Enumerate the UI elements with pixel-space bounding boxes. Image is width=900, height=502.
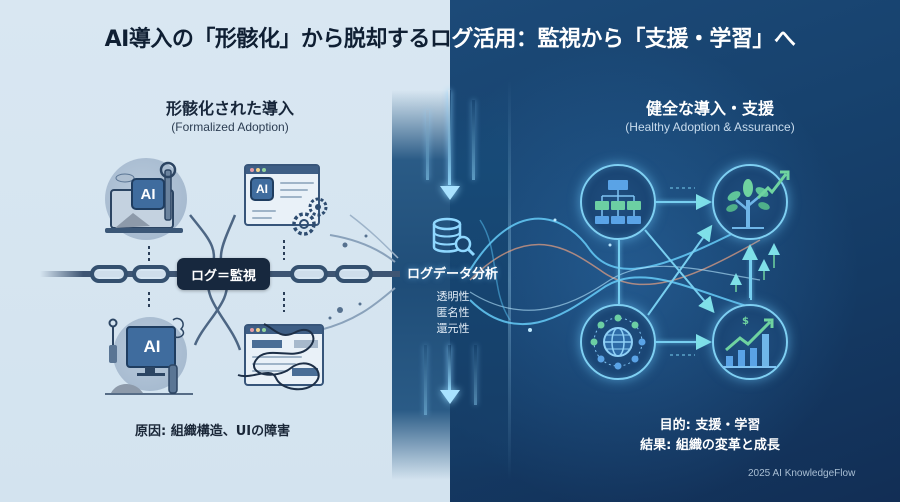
right-purpose-text: 目的: 支援・学習 xyxy=(659,418,761,433)
svg-text:$: $ xyxy=(742,316,749,327)
org-chart-node xyxy=(580,164,656,240)
right-heading: 健全な導入・支援 xyxy=(645,99,774,118)
left-heading: 形骸化された導入 xyxy=(165,99,294,118)
dotted-connector xyxy=(148,246,150,262)
dotted-connector xyxy=(283,240,285,260)
dotted-connector xyxy=(283,292,285,312)
monitor-ai-broken-icon: AI xyxy=(105,315,195,395)
browser-ai-gears-icon: AI xyxy=(244,164,334,240)
center-data-stream-band xyxy=(392,90,450,480)
org-chart-icon xyxy=(595,180,641,224)
laptop-ai-wrench-icon: AI xyxy=(105,158,190,240)
data-beam xyxy=(448,345,451,390)
database-search-icon xyxy=(432,217,476,257)
arrow-down-icon xyxy=(440,186,460,200)
right-background xyxy=(450,0,900,502)
right-subheading: (Healthy Adoption & Assurance) xyxy=(625,120,795,134)
credit-text: 2025 AI KnowledgeFlow xyxy=(748,468,856,479)
title-right-part: グ活用：監視から「支援・学習」へ xyxy=(451,27,796,52)
dotted-connector xyxy=(148,292,150,308)
edge-vertical-left xyxy=(618,240,620,304)
data-beam xyxy=(448,90,451,185)
diagram-arrows xyxy=(644,187,780,356)
log-data-analysis-label: ログデータ分析 xyxy=(406,267,498,282)
data-beam xyxy=(472,100,475,180)
left-subheading: (Formalized Adoption) xyxy=(171,120,289,134)
title-left-part: AI導入の「形骸化」から脱却するロ xyxy=(104,27,452,52)
global-network-icon xyxy=(590,314,646,370)
data-beam xyxy=(474,345,477,405)
gear-icon xyxy=(292,197,328,236)
log-equals-monitoring-label: ログ＝監視 xyxy=(177,258,270,290)
data-beam xyxy=(426,110,429,180)
divider-glow xyxy=(508,80,511,480)
arrow-down-icon xyxy=(440,390,460,404)
growth-tree-node xyxy=(712,164,790,240)
growth-tree-icon xyxy=(726,170,790,229)
global-network-node xyxy=(580,304,656,380)
left-cause-text: 原因: 組織構造、UIの障害 xyxy=(135,424,291,439)
tangle-scribble-icon xyxy=(237,323,320,391)
ai-monitor-label: AI xyxy=(143,337,161,356)
data-beam xyxy=(424,345,427,415)
right-result-text: 結果: 組織の変革と成長 xyxy=(640,438,780,453)
ai-window-label: AI xyxy=(250,177,274,201)
page-title: AI導入の「形骸化」から脱却するログ活用：監視から「支援・学習」へ xyxy=(0,20,900,60)
right-background-glow xyxy=(450,0,900,502)
tangled-browser-icon xyxy=(236,320,336,395)
center-data-stream-band-right xyxy=(450,90,510,480)
property-transparency: 透明性 xyxy=(436,290,470,303)
left-background xyxy=(0,0,450,502)
revenue-growth-chart-icon: $ xyxy=(722,316,776,368)
property-feedback: 還元性 xyxy=(436,322,470,335)
ai-chip-label: AI xyxy=(131,178,165,210)
revenue-growth-node: $ xyxy=(712,304,788,380)
property-anonymity: 匿名性 xyxy=(436,306,470,319)
